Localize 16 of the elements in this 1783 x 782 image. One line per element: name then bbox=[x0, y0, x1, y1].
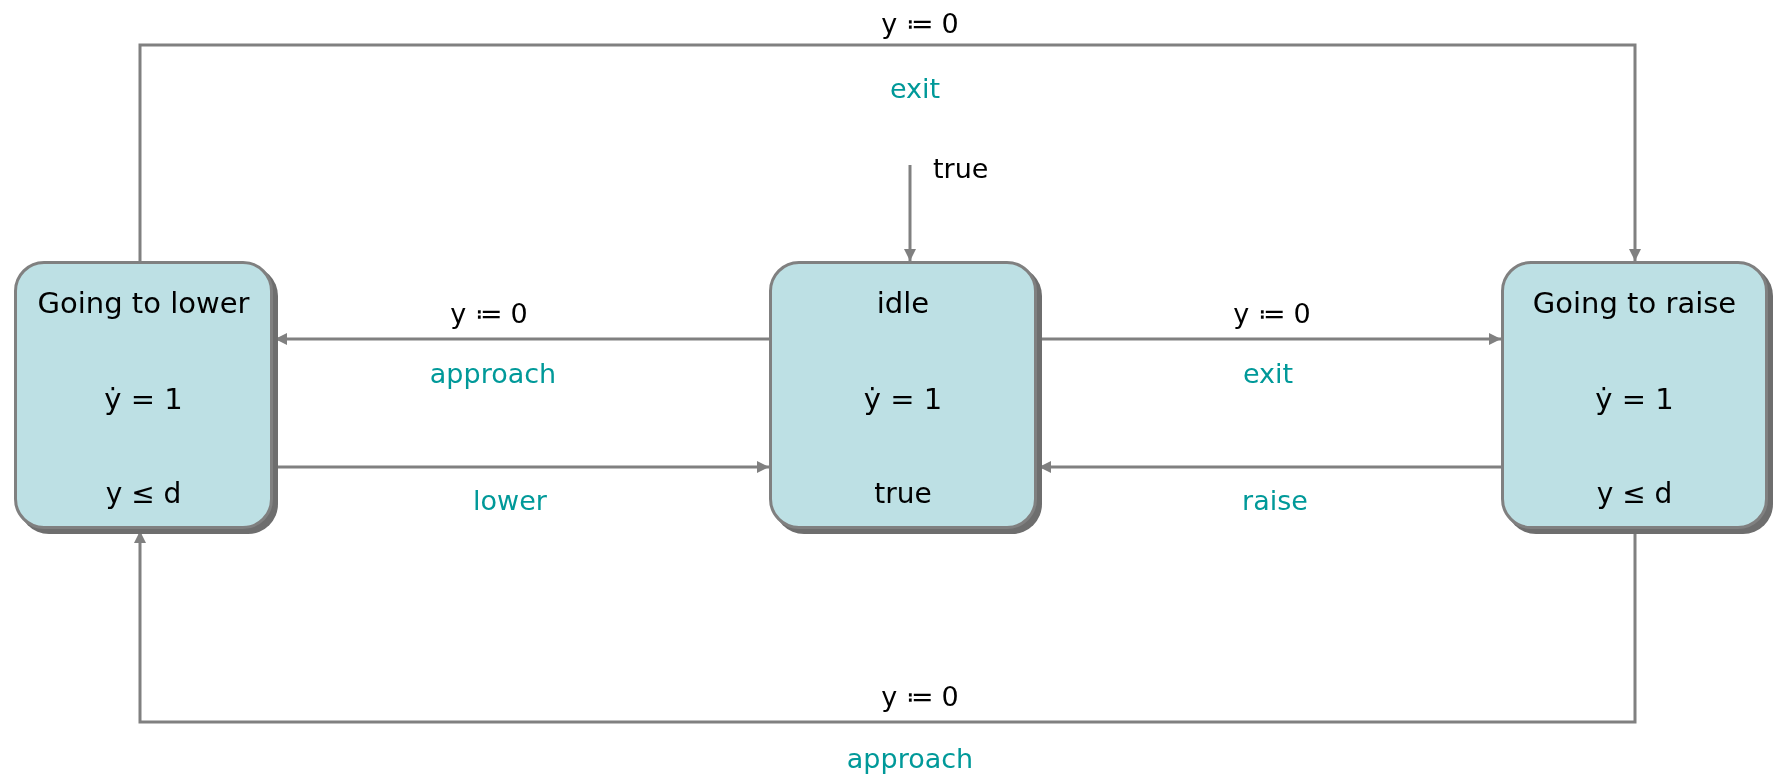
state-name: Going to raise bbox=[1532, 286, 1737, 320]
arrow bbox=[275, 333, 769, 345]
arrow bbox=[275, 461, 769, 473]
flow-equation: ẏ = 1 bbox=[863, 381, 943, 416]
arrow bbox=[904, 165, 916, 261]
arrow bbox=[138, 43, 1641, 261]
arrow bbox=[134, 531, 1637, 724]
flow-equation: ẏ = 1 bbox=[104, 381, 183, 416]
invariant: true bbox=[874, 477, 932, 510]
invariant: y ≤ d bbox=[1596, 477, 1673, 510]
flow-equation: ẏ = 1 bbox=[1595, 381, 1674, 416]
state-name: idle bbox=[876, 286, 930, 320]
state-name: Going to lower bbox=[37, 286, 250, 320]
arrow bbox=[1039, 333, 1501, 345]
arrow bbox=[1039, 461, 1501, 473]
invariant: y ≤ d bbox=[105, 477, 182, 510]
